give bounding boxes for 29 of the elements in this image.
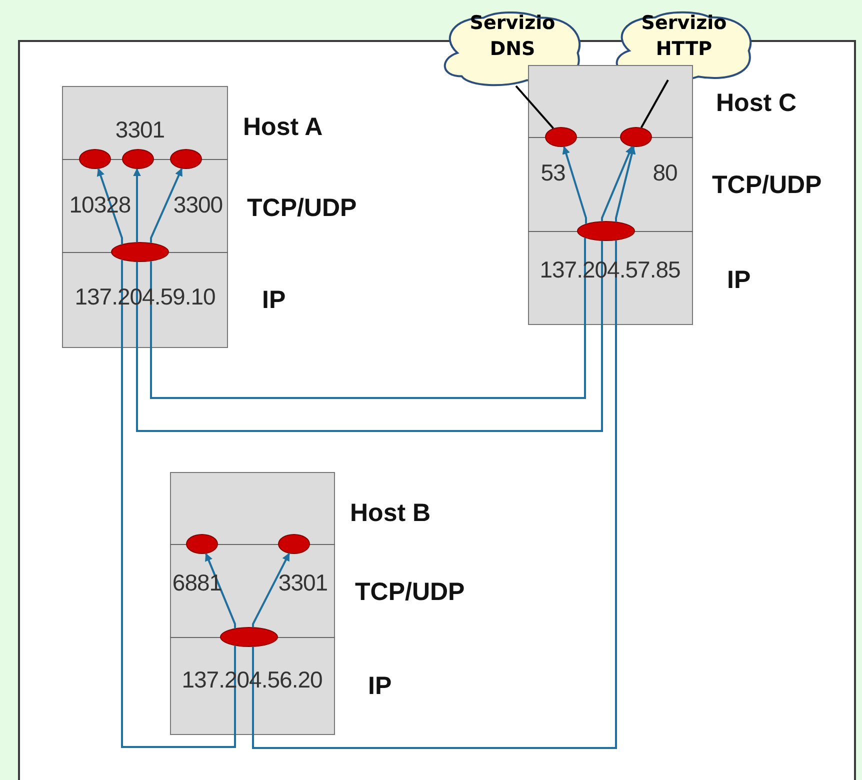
leader-line bbox=[515, 85, 554, 129]
service-label: Servizio DNS bbox=[468, 11, 556, 62]
connection-arrow bbox=[615, 146, 636, 222]
layer-label: TCP/UDP bbox=[355, 577, 465, 607]
connection-arrow bbox=[150, 168, 183, 243]
layer-label: IP bbox=[727, 265, 751, 295]
address-number: 3301 bbox=[278, 572, 328, 594]
layer-label: IP bbox=[368, 671, 392, 701]
connection-arrow bbox=[205, 552, 236, 628]
host-name: Host A bbox=[243, 112, 323, 142]
connection-arrow bbox=[252, 552, 290, 628]
layer-label: TCP/UDP bbox=[712, 170, 822, 200]
address-number: 3300 bbox=[173, 194, 223, 216]
connection-arrow bbox=[601, 146, 633, 222]
leader-line bbox=[150, 238, 586, 399]
host-name: Host C bbox=[716, 88, 797, 118]
leader-line bbox=[121, 260, 236, 748]
leader-line bbox=[136, 240, 603, 432]
host-name: Host B bbox=[350, 498, 431, 528]
leader-line bbox=[640, 80, 669, 128]
address-number: 3301 bbox=[115, 118, 165, 142]
connection-arrow bbox=[133, 168, 141, 242]
layer-label: TCP/UDP bbox=[247, 193, 357, 223]
layer-label: IP bbox=[262, 285, 286, 315]
connection-arrow bbox=[562, 146, 587, 224]
leader-line bbox=[252, 240, 617, 749]
address-number: 80 bbox=[652, 162, 678, 184]
address-number: 53 bbox=[540, 162, 566, 184]
service-label: Servizio HTTP bbox=[640, 11, 728, 62]
